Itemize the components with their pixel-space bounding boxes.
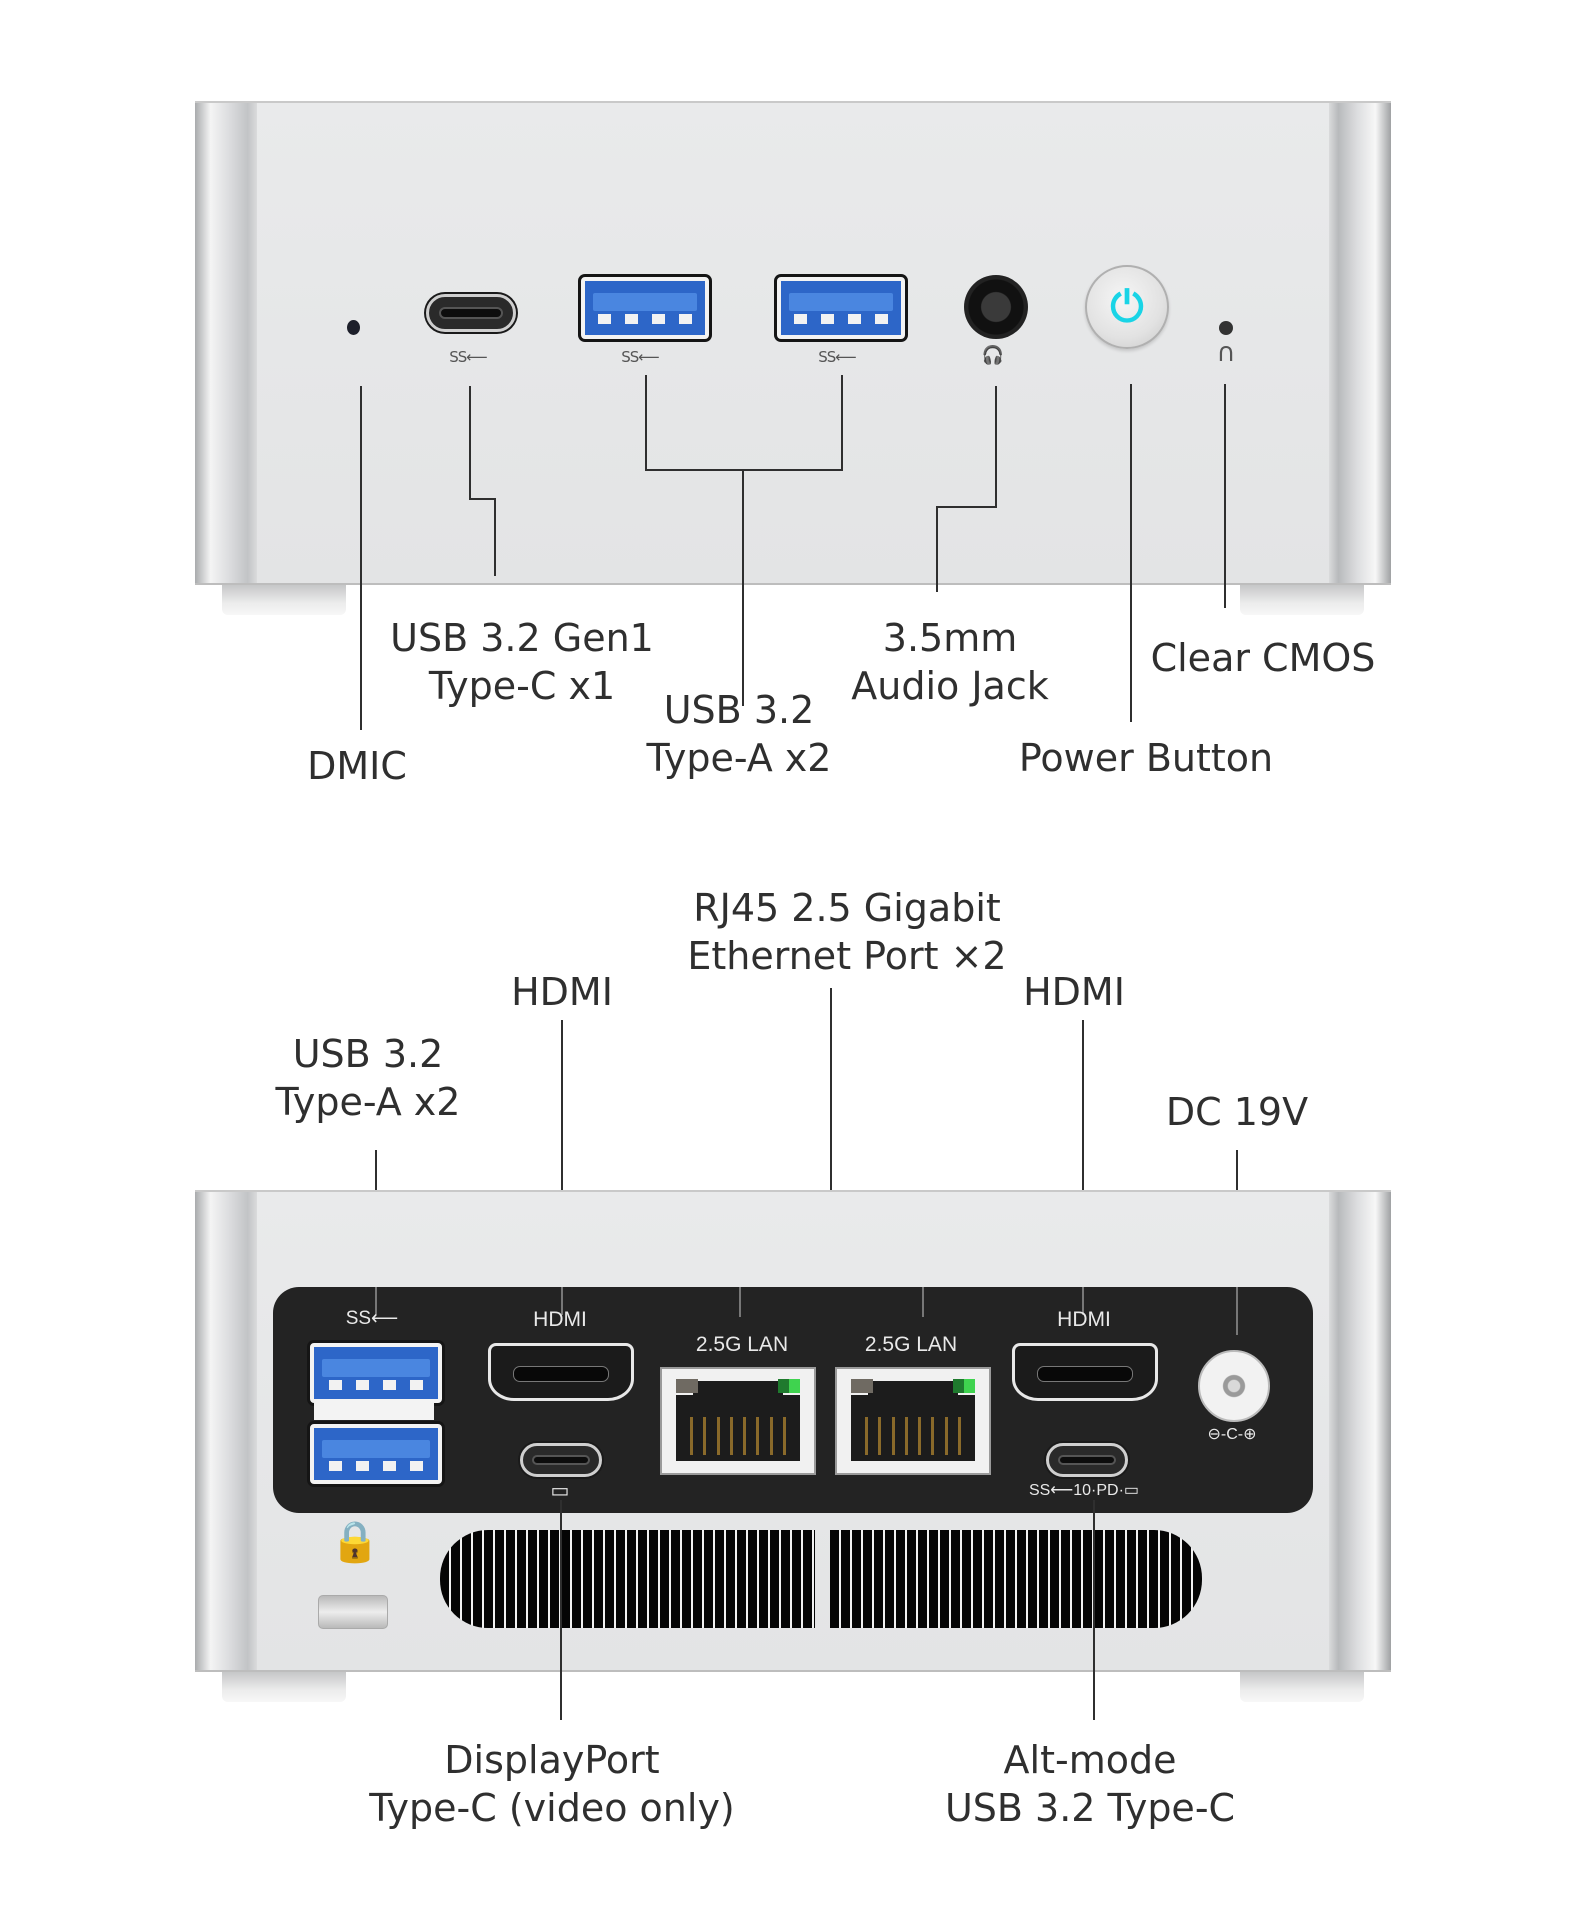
leader-altmode [1093,1500,1095,1720]
leader-usbc [469,498,495,500]
label-rear-usba-line2: Type-A x2 [275,1080,461,1124]
front-foot-left [222,585,346,615]
power-button[interactable]: ⏻ [1085,265,1169,349]
usb-a-divider [314,1400,434,1420]
rear-usb-a-port-2[interactable] [310,1424,442,1484]
label-dmic: DMIC [307,744,407,788]
label-rj45-line1: RJ45 2.5 Gigabit [693,886,1001,930]
headset-mic-icon: 🎧 [981,345,1005,366]
dmic-hole [347,320,360,335]
power-icon: ⏻ [1110,282,1144,331]
leader-audio [995,386,997,508]
label-cmos: Clear CMOS [1150,636,1376,680]
chassis-rail-right [1329,1192,1391,1670]
label-dp-line1: DisplayPort [444,1738,660,1782]
label-altmode-line1: Alt-mode [1003,1738,1177,1782]
leader-hdmi-left [561,1287,563,1315]
usb-ss-icon: SS⟵ [345,1308,399,1329]
leader-cmos [1224,384,1226,608]
leader-usbc [494,498,496,576]
usb-ss-icon: SS⟵ [621,348,660,366]
leader-audio [936,506,997,508]
label-dc: DC 19V [1165,1090,1309,1134]
chassis-rail-left [195,103,257,583]
leader-dc [1236,1287,1238,1335]
label-usbc-line1: USB 3.2 Gen1 [390,616,654,660]
leader-hdmi-right [1082,1287,1084,1315]
chassis-rail-right [1329,103,1391,583]
leader-usba [645,375,647,471]
dc-power-jack[interactable] [1198,1350,1270,1422]
label-hdmi-right: HDMI [1023,970,1125,1014]
label-usba-line2: Type-A x2 [646,736,832,780]
reset-arc-icon: ∩ [1216,338,1236,368]
alt-mode-usb-c-port[interactable] [1046,1443,1128,1477]
label-rj45-line2: Ethernet Port ×2 [687,934,1007,978]
lan-port-2[interactable] [835,1367,991,1475]
front-usb-c-port[interactable] [426,294,516,332]
lan-port-1[interactable] [660,1367,816,1475]
leader-rj45 [922,1287,924,1317]
leader-dmic [360,386,362,730]
usb-pd-display-icons: SS⟵10·PD·▭ [1028,1482,1140,1499]
label-audio-line2: Audio Jack [851,664,1049,708]
leader-usbc [469,386,471,500]
label-usba-line1: USB 3.2 [663,688,815,732]
rear-foot-right [1240,1672,1364,1702]
leader-power [1130,384,1132,722]
usb-ss-icon: SS⟵ [818,348,857,366]
label-altmode-line2: USB 3.2 Type-C [944,1786,1236,1830]
kensington-lock-icon: 🔒 [330,1519,380,1565]
label-rear-usba-line1: USB 3.2 [292,1032,444,1076]
label-power: Power Button [1018,736,1274,780]
leader-dp-typec [560,1500,562,1720]
leader-usba [841,375,843,471]
leader-hdmi-left [561,1020,563,1310]
front-usb-a-port-1[interactable] [581,277,709,339]
clear-cmos-hole[interactable] [1219,321,1233,335]
front-chassis [195,101,1391,585]
kensington-slot[interactable] [318,1595,388,1629]
hdmi-left-label: HDMI [533,1308,587,1331]
front-foot-right [1240,585,1364,615]
vent-left [440,1530,815,1628]
hdmi-right-label: HDMI [1057,1308,1111,1331]
leader-usba [645,469,843,471]
leader-rj45 [830,988,832,1224]
lan1-label: 2.5G LAN [695,1333,789,1356]
display-icon: ▭ [550,1480,570,1502]
leader-rj45 [739,1287,741,1317]
hdmi-left-port[interactable] [488,1343,634,1401]
label-usbc-line2: Type-C x1 [428,664,616,708]
vent-right [830,1530,1202,1628]
chassis-rail-left [195,1192,257,1670]
label-hdmi-left: HDMI [511,970,613,1014]
leader-usba [742,469,744,706]
usb-ss-icon: SS⟵ [449,348,488,366]
hdmi-right-port[interactable] [1012,1343,1158,1401]
label-audio-line1: 3.5mm [882,616,1018,660]
label-dp-line2: Type-C (video only) [369,1786,735,1830]
rear-foot-left [222,1672,346,1702]
leader-hdmi-right [1082,1020,1084,1310]
audio-jack[interactable] [964,275,1028,339]
front-usb-a-port-2[interactable] [777,277,905,339]
lan2-label: 2.5G LAN [864,1333,958,1356]
rear-usb-a-port-1[interactable] [310,1343,442,1403]
leader-rear-usba [375,1287,377,1315]
leader-audio [936,506,938,592]
displayport-type-c-port[interactable] [520,1443,602,1477]
dc-polarity-icon: ⊖-C-⊕ [1207,1426,1257,1443]
